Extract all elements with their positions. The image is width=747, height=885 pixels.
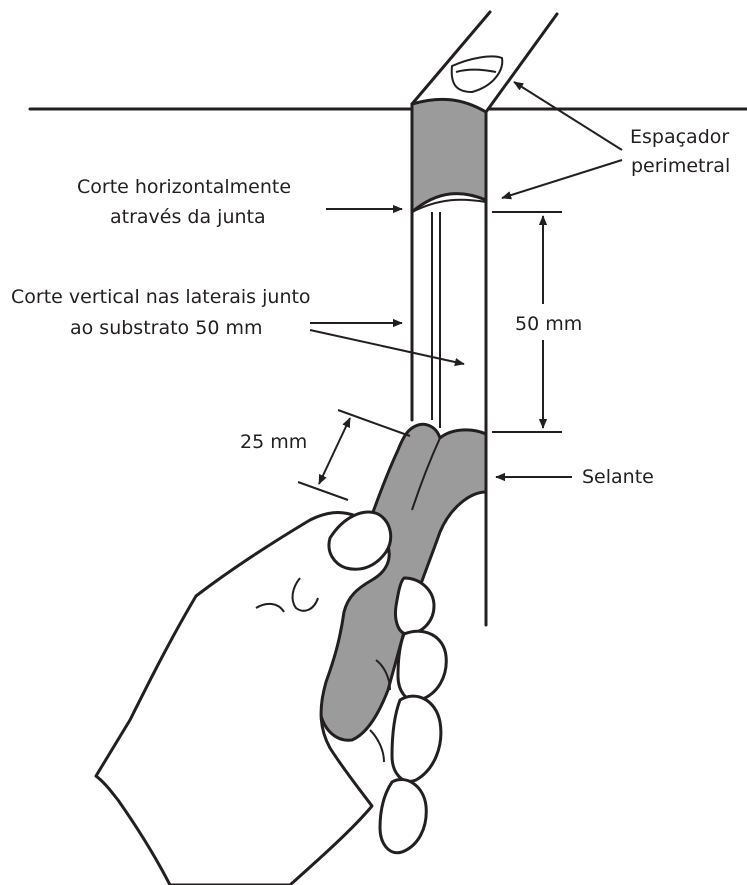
dimension-25mm-label: 25 mm (240, 431, 307, 453)
perimeter-spacer-label-line2: perimetral (631, 155, 730, 177)
joint-upper-diagonal (412, 12, 557, 112)
vertical-cut-label-line1: Corte vertical nas laterais junto (11, 286, 311, 308)
sealant-label: Selante (582, 466, 654, 488)
vertical-cut-lines (432, 212, 440, 428)
vertical-cut-label-line2: ao substrato 50 mm (70, 317, 262, 339)
perimeter-spacer-band (412, 99, 486, 212)
dimension-50mm-label: 50 mm (515, 313, 582, 335)
horizontal-cut-label-line2: através da junta (110, 206, 266, 228)
perimeter-spacer-arrows (502, 82, 622, 198)
horizontal-cut-label-line1: Corte horizontalmente (77, 176, 291, 198)
perimeter-spacer-label-line1: Espaçador (630, 126, 729, 148)
